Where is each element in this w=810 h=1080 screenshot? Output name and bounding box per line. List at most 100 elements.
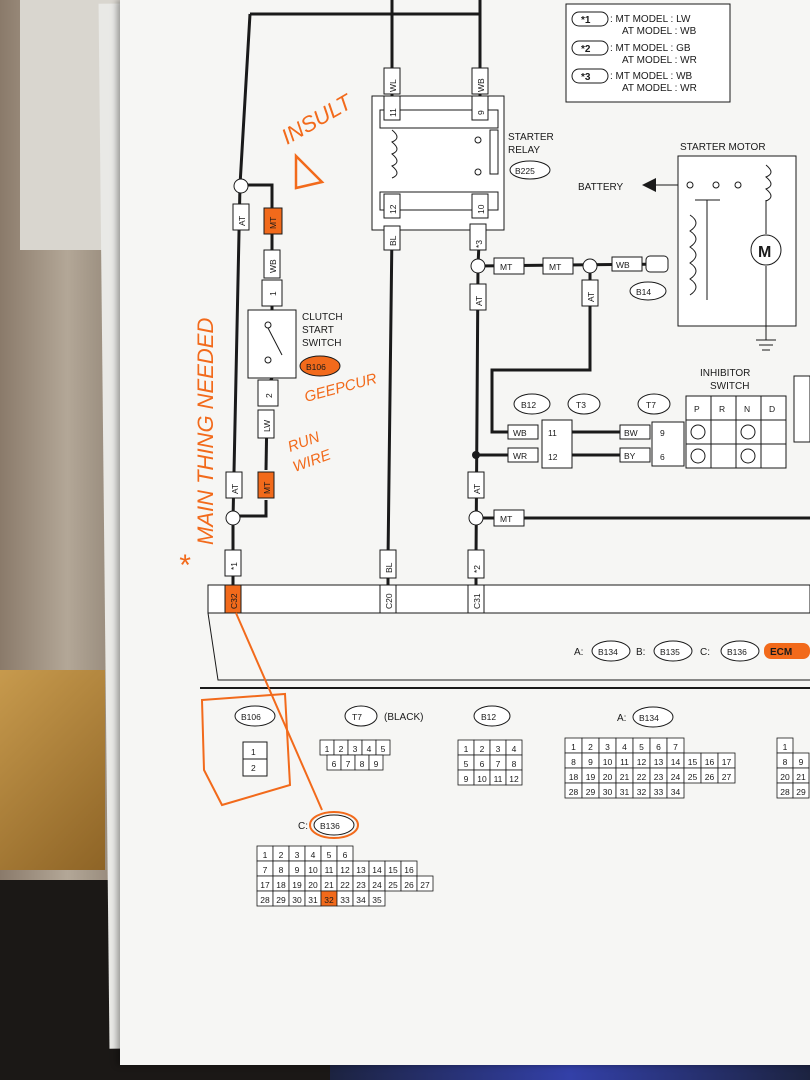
relay-wire-wb: WB bbox=[476, 78, 486, 92]
pin-label: 5 bbox=[327, 850, 332, 860]
ecm-wire-star2: *2 bbox=[472, 565, 482, 573]
legend-box: *1 : MT MODEL : LW AT MODEL : WB *2 : MT… bbox=[565, 3, 731, 103]
pin-label: 11 bbox=[494, 774, 503, 784]
pin-label: 10 bbox=[308, 865, 318, 875]
clutch-title-3: SWITCH bbox=[302, 338, 341, 349]
view-b12-label: B12 bbox=[481, 712, 496, 722]
clutch-pin-1: 1 bbox=[268, 291, 278, 296]
keyboard-glow bbox=[330, 1062, 810, 1080]
pin-cell bbox=[792, 782, 810, 799]
inhibitor-col-n: N bbox=[744, 404, 750, 414]
pin-label: 1 bbox=[325, 744, 330, 754]
ecm-a-id: B134 bbox=[598, 647, 618, 657]
annotation-insult: INSULT bbox=[277, 89, 357, 150]
lower-wire-mt: MT bbox=[262, 482, 272, 494]
inhibitor-section: B12 T3 T7 WB WR 11 12 BW BY 9 6 INHIBITO… bbox=[467, 368, 810, 527]
ecm-pin-c32: C32 bbox=[229, 593, 239, 609]
pin-label: 12 bbox=[509, 774, 519, 784]
pin-label: 8 bbox=[783, 757, 788, 767]
legend-item-1: *1 : MT MODEL : LW AT MODEL : WB bbox=[571, 11, 697, 37]
pin-label: 32 bbox=[637, 787, 647, 797]
relay-title-1: STARTER bbox=[508, 132, 554, 143]
clutch-start-switch: AT MT WB 1 CLUTCH START SWITCH B106 2 LW… bbox=[224, 178, 343, 577]
pin-label: 3 bbox=[496, 744, 501, 754]
relay-wire-star3: *3 bbox=[474, 240, 484, 248]
pin-label: 18 bbox=[569, 772, 579, 782]
view-a-id: B134 bbox=[639, 713, 659, 723]
relay-pin-12: 12 bbox=[388, 204, 398, 214]
relay-pin-10: 10 bbox=[476, 204, 486, 214]
wire-at-1: AT bbox=[586, 292, 596, 302]
pin-label: 24 bbox=[671, 772, 681, 782]
ecm-a-label: A: bbox=[574, 647, 583, 658]
pin-label: 12 bbox=[340, 865, 350, 875]
clutch-title-1: CLUTCH bbox=[302, 312, 343, 323]
pin-label: 11 bbox=[325, 865, 334, 875]
pin-label: 9 bbox=[374, 759, 379, 769]
pin-label: 5 bbox=[639, 742, 644, 752]
battery-arrow-icon bbox=[642, 178, 656, 192]
pin-label: 3 bbox=[605, 742, 610, 752]
annotation-b106-circle bbox=[200, 692, 292, 807]
pin-label: 9 bbox=[799, 757, 804, 767]
annotation-star: * bbox=[178, 549, 191, 582]
pin-label: 6 bbox=[332, 759, 337, 769]
pin-label: 9 bbox=[588, 757, 593, 767]
pin-label: 2 bbox=[339, 744, 344, 754]
pin-label: 33 bbox=[340, 895, 350, 905]
pin-label: 3 bbox=[295, 850, 300, 860]
pin-label: 27 bbox=[722, 772, 732, 782]
ecm-b-id: B135 bbox=[660, 647, 680, 657]
ecm-wire-bl: BL bbox=[384, 562, 394, 573]
pin-label: 28 bbox=[569, 787, 579, 797]
mid-pin-12: 12 bbox=[548, 452, 558, 462]
legend-item-3: *3 : MT MODEL : WB AT MODEL : WR bbox=[571, 68, 697, 94]
inhibitor-title-2: SWITCH bbox=[710, 381, 749, 392]
clutch-title-2: START bbox=[302, 325, 334, 336]
pin-label: 33 bbox=[654, 787, 664, 797]
clutch-wire-lw: LW bbox=[262, 420, 272, 432]
mid-wire-wr: WR bbox=[513, 451, 527, 461]
pin-label: 13 bbox=[654, 757, 664, 767]
legend-mt-1: : MT MODEL : LW bbox=[610, 14, 691, 25]
pin-label: 26 bbox=[404, 880, 414, 890]
pin-label: 31 bbox=[620, 787, 630, 797]
mid-pin-9: 9 bbox=[660, 428, 665, 438]
relay-id: B225 bbox=[515, 166, 535, 176]
pin-label: 2 bbox=[588, 742, 593, 752]
wire-mt-1: MT bbox=[500, 262, 512, 272]
pin-label: 9 bbox=[464, 774, 469, 784]
pin-label: 10 bbox=[603, 757, 613, 767]
pin-label: 7 bbox=[673, 742, 678, 752]
pin-label: 8 bbox=[360, 759, 365, 769]
mid-t3: T3 bbox=[576, 400, 586, 410]
pin-label: 5 bbox=[381, 744, 386, 754]
pin-label: 4 bbox=[622, 742, 627, 752]
pin-label: 25 bbox=[388, 880, 398, 890]
pin-label: 1 bbox=[571, 742, 576, 752]
pin-label: 19 bbox=[586, 772, 596, 782]
pin-label: 16 bbox=[404, 865, 414, 875]
mid-pin-11: 11 bbox=[548, 428, 557, 438]
pin-label: 13 bbox=[356, 865, 366, 875]
legend-mark-1: *1 bbox=[581, 15, 591, 26]
pin-label: 20 bbox=[308, 880, 318, 890]
motor-wire-wb: WB bbox=[616, 260, 630, 270]
ecm-pin-c31: C31 bbox=[472, 593, 482, 609]
pin-cell bbox=[368, 754, 384, 771]
legend-item-2: *2 : MT MODEL : GB AT MODEL : WR bbox=[571, 40, 697, 66]
pin-label: 4 bbox=[512, 744, 517, 754]
view-c-label: C: bbox=[298, 821, 308, 832]
pin-label: 17 bbox=[722, 757, 732, 767]
pin-cell bbox=[717, 767, 736, 784]
legend-mark-2: *2 bbox=[581, 44, 591, 55]
motor-conn-id: B14 bbox=[636, 287, 651, 297]
view-t7-note: (BLACK) bbox=[384, 712, 423, 723]
motor-title: STARTER MOTOR bbox=[680, 142, 766, 153]
pin-label: 7 bbox=[496, 759, 501, 769]
ecm-c-label: C: bbox=[700, 647, 710, 658]
wire-at-2: AT bbox=[474, 296, 484, 306]
relay-wire-wl: WL bbox=[388, 79, 398, 92]
